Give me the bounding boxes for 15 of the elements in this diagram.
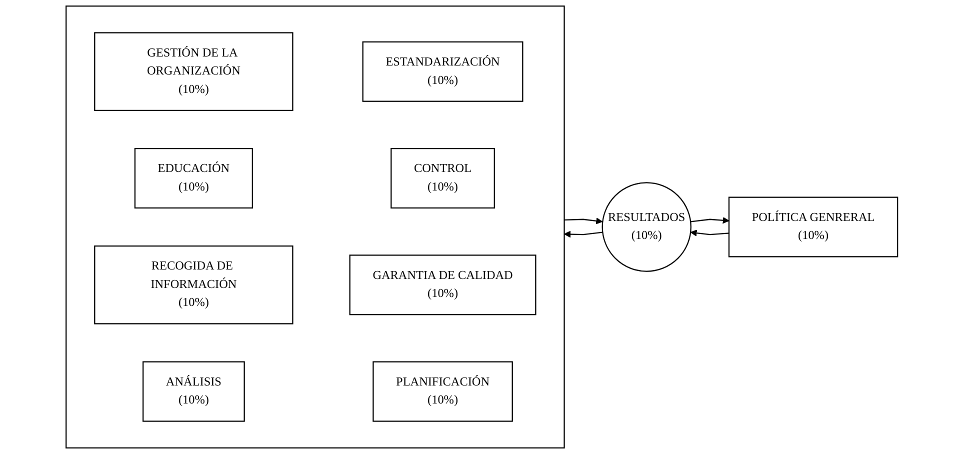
node-box: ESTANDARIZACIÓN (10%) <box>362 41 524 102</box>
arrow <box>690 230 730 236</box>
node-box: EDUCACIÓN (10%) <box>134 148 254 209</box>
node-box: PLANIFICACIÓN (10%) <box>372 361 514 422</box>
node-box: GESTIÓN DE LA ORGANIZACIÓN (10%) <box>94 32 294 112</box>
arrow <box>564 230 603 238</box>
node-box: GARANTIA DE CALIDAD (10%) <box>349 254 536 316</box>
node-box: POLÍTICA GENRERAL (10%) <box>728 196 898 258</box>
node-box: RECOGIDA DE INFORMACIÓN (10%) <box>94 245 294 324</box>
arrow <box>564 218 603 224</box>
node-box: CONTROL (10%) <box>390 148 496 209</box>
node-circle: RESULTADOS (10%) <box>602 182 692 272</box>
arrow <box>690 217 730 224</box>
node-box: ANÁLISIS (10%) <box>142 361 246 422</box>
cluster <box>66 6 565 448</box>
